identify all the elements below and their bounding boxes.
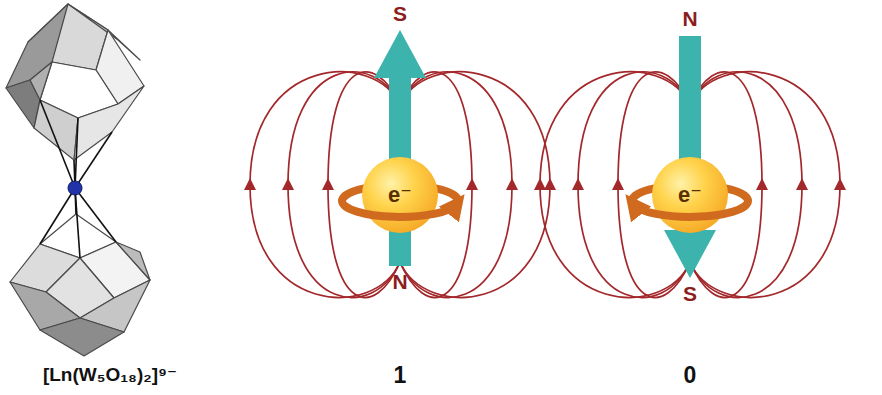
state-number: 1 <box>394 362 407 388</box>
field-arrow <box>282 178 294 190</box>
field-arrow <box>756 178 768 190</box>
field-arrow <box>612 178 624 190</box>
coordination-bonds <box>75 118 78 188</box>
pole-label: N <box>392 270 407 294</box>
lanthanide-atom <box>68 181 82 195</box>
field-arrow <box>506 178 518 190</box>
shape-group <box>342 201 748 217</box>
octahedra-cluster <box>74 86 144 160</box>
coordination-bonds <box>40 100 75 188</box>
pole-label: N <box>682 7 697 31</box>
field-arrow <box>544 178 556 190</box>
pole-label: S <box>683 282 697 306</box>
electron-label: e⁻ <box>678 182 702 208</box>
state-number: 0 <box>684 362 697 388</box>
electron-sphere: e⁻ <box>362 157 438 233</box>
octahedra-cluster <box>10 214 150 356</box>
magnetic-dipole <box>244 30 556 297</box>
octahedra-cluster <box>6 4 144 160</box>
field-arrow <box>322 178 334 190</box>
octahedra-cluster <box>34 100 78 160</box>
field-arrow <box>796 178 808 190</box>
coordination-bonds <box>75 188 80 258</box>
pole-label: S <box>393 2 407 26</box>
field-arrow <box>466 178 478 190</box>
spin-arrow <box>633 201 748 217</box>
electron-sphere: e⁻ <box>652 157 728 233</box>
magnetic-dipole <box>534 36 846 297</box>
field-arrow <box>534 178 546 190</box>
coordination-bonds <box>40 100 116 258</box>
coordination-bonds <box>40 188 75 244</box>
octahedra-cluster <box>30 62 52 100</box>
coordination-bonds <box>75 132 112 188</box>
coordination-bonds <box>75 188 116 242</box>
octahedra-cluster <box>40 318 124 356</box>
electron-label: e⁻ <box>388 182 412 208</box>
field-arrow <box>572 178 584 190</box>
shape-group <box>244 30 846 297</box>
octahedra-cluster <box>116 242 150 280</box>
field-arrow <box>834 178 846 190</box>
formula-label: [Ln(W₅O₁₈)₂]⁹⁻ <box>43 364 177 386</box>
field-arrow <box>244 178 256 190</box>
spin-arrow <box>342 201 457 217</box>
